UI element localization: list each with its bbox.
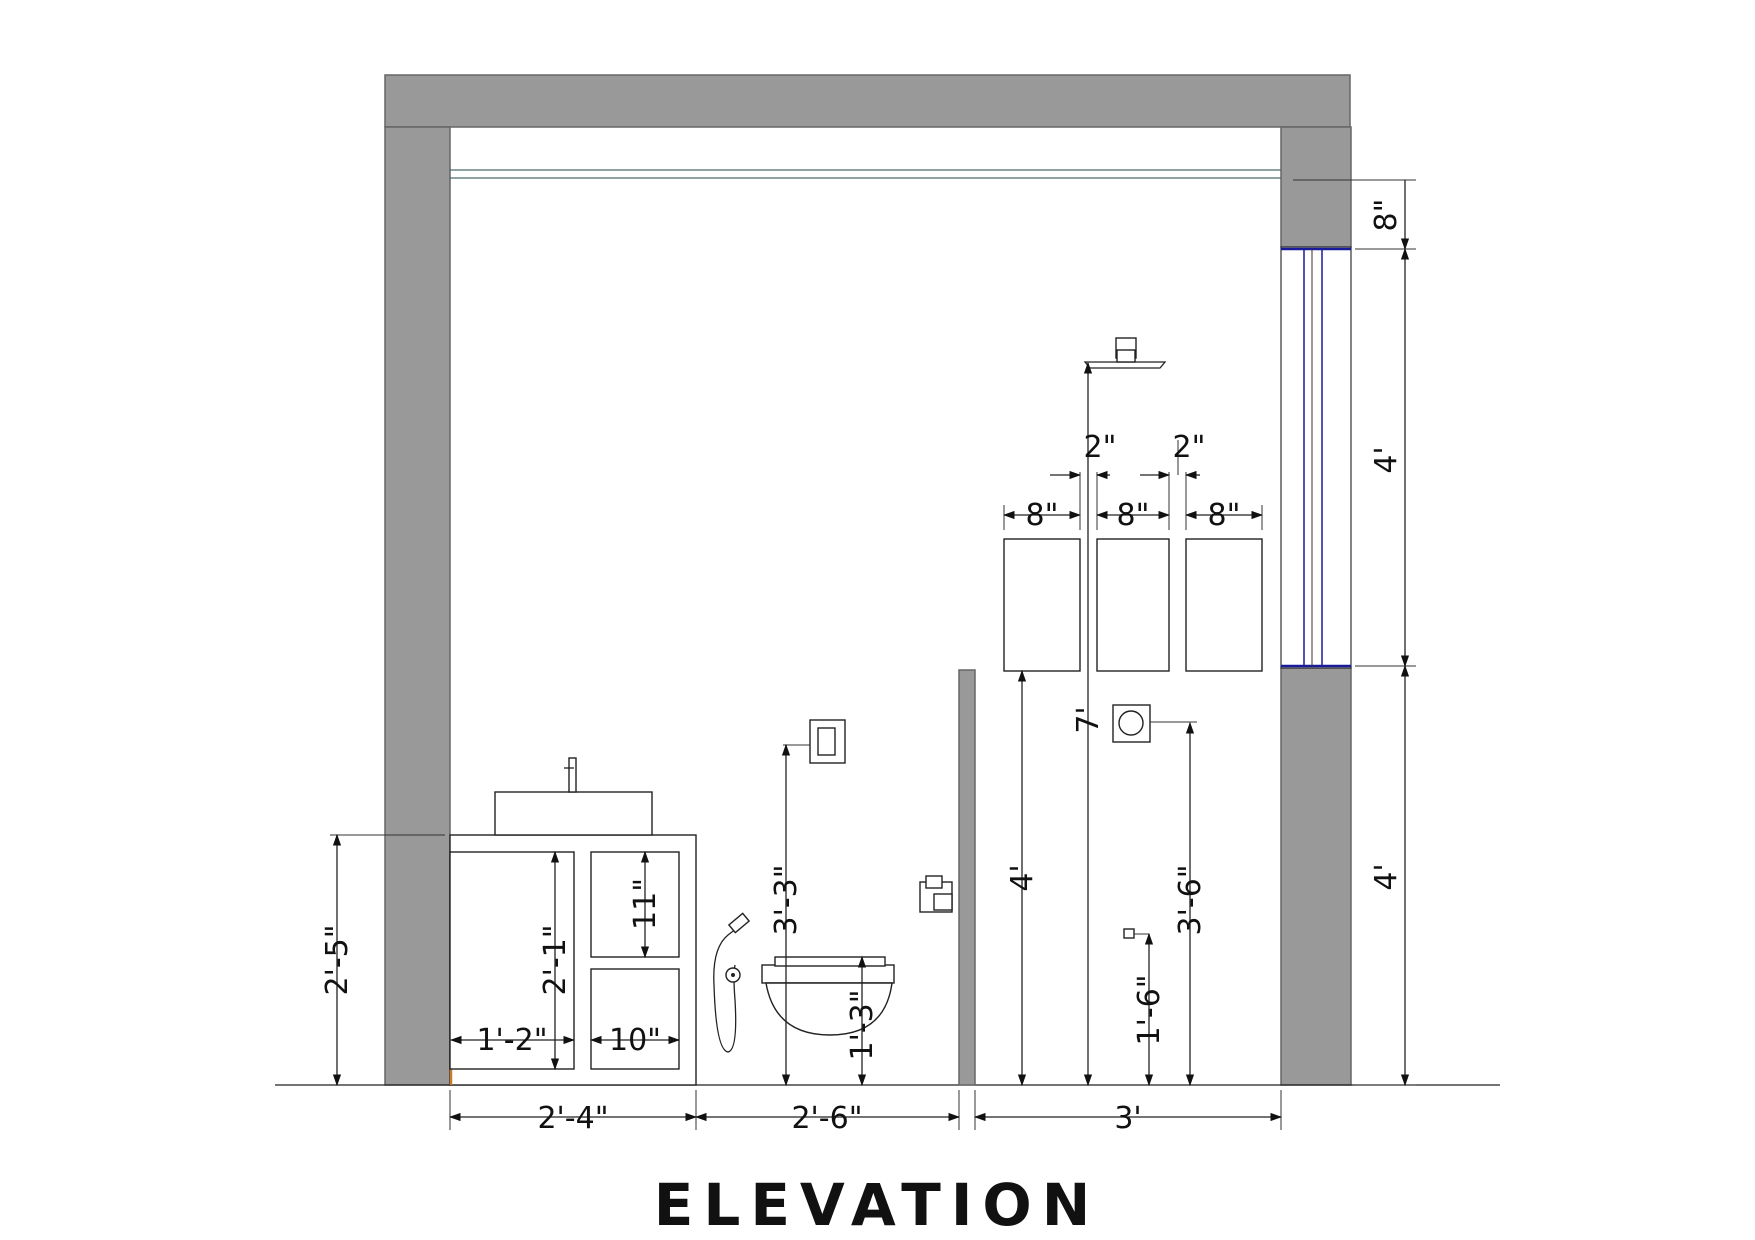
niche-2 [1096, 538, 1170, 672]
drawing-title: ELEVATION [654, 1171, 1101, 1239]
dim-niche-3-width: 8" [1208, 498, 1241, 533]
vanity-drawer-bottom [590, 968, 680, 1070]
wall-hung-wc [761, 964, 895, 984]
right-wall-bottom [1280, 667, 1352, 1086]
shower-head-icon [1083, 361, 1167, 369]
health-faucet [713, 921, 746, 1053]
dim-niche-1-width: 8" [1026, 498, 1059, 533]
dim-vanity-drawer-width: 10" [609, 1023, 661, 1058]
vanity-drawer-top [590, 851, 680, 958]
shower-tap [1123, 928, 1135, 939]
dim-tap-height: 1'-6" [1132, 974, 1167, 1045]
niche-3 [1185, 538, 1263, 672]
niche-1 [1003, 538, 1081, 672]
dim-bottom-wc-zone: 2'-6" [791, 1101, 862, 1136]
left-wall [384, 126, 451, 1086]
dim-shower-gap-right: 2" [1173, 430, 1206, 465]
dim-flush-plate-height: 3'-3" [769, 864, 804, 935]
dim-bottom-vanity-zone: 2'-4" [537, 1101, 608, 1136]
dim-vanity-height: 2'-5" [320, 924, 355, 995]
shower-area [1003, 337, 1263, 1085]
window [1280, 246, 1352, 669]
dimension-labels: 8" 4' 4' 2" 2" 8" 8" 8" 4' 7' 3'-6" 1'-6… [320, 199, 1404, 1136]
structure [275, 74, 1500, 1086]
partition [958, 669, 976, 1086]
dim-top-band: 8" [1369, 199, 1404, 232]
dim-niche-bottom-height: 4' [1005, 864, 1040, 891]
basin [494, 791, 653, 836]
dim-vanity-door-width: 1'-2" [476, 1023, 547, 1058]
wc-area [713, 719, 953, 1053]
dim-vanity-drawer-height: 11" [628, 878, 663, 930]
dim-shower-height: 7' [1071, 706, 1106, 733]
dim-bottom-shower-zone: 3' [1114, 1101, 1141, 1136]
dim-niche-2-width: 8" [1117, 498, 1150, 533]
dim-mixer-height: 3'-6" [1173, 864, 1208, 935]
dim-shower-gap-left: 2" [1084, 430, 1117, 465]
right-wall-top [1280, 126, 1352, 248]
dim-window-height: 4' [1369, 446, 1404, 473]
dim-wc-height: 1'-3" [845, 989, 880, 1060]
dim-sill-height: 4' [1369, 863, 1404, 890]
basin-tap [568, 757, 577, 793]
dimension-lines [330, 179, 1416, 1130]
beam [384, 74, 1351, 128]
dim-vanity-door-height: 2'-1" [538, 924, 573, 995]
